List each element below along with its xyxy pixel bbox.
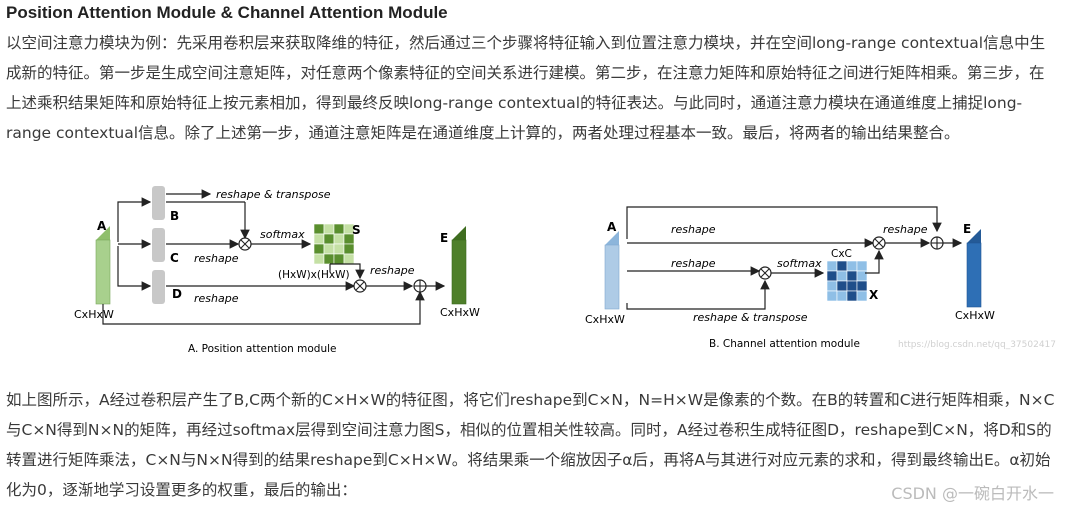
op-reshape-d: reshape xyxy=(194,292,239,305)
dim-out: CxHxW xyxy=(440,306,480,319)
intro-paragraph: 以空间注意力模块为例：先采用卷积层来获取降维的特征，然后通过三个步骤将特征输入到… xyxy=(6,34,1046,142)
label-c: C xyxy=(170,251,179,265)
matmul-operator-2 xyxy=(872,236,886,250)
feature-e-block xyxy=(451,226,467,305)
matrix-dim: CxC xyxy=(831,248,852,260)
label-d: D xyxy=(172,287,182,301)
label-a: A xyxy=(607,220,617,234)
op-reshape-mid: reshape xyxy=(671,257,716,270)
matrix-cell xyxy=(826,270,838,282)
caption-b: B. Channel attention module xyxy=(709,338,860,350)
feature-a-block xyxy=(604,231,620,310)
matrix-dim: (HxW)x(HxW) xyxy=(278,269,350,281)
blog-watermark: https://blog.csdn.net/qq_37502417 xyxy=(898,340,1057,350)
matrix-cell xyxy=(826,280,838,292)
section-title: Position Attention Module & Channel Atte… xyxy=(6,3,448,22)
feature-e-block xyxy=(966,229,982,308)
op-reshape-transpose: reshape & transpose xyxy=(216,188,331,201)
matrix-cell xyxy=(323,243,335,255)
label-a: A xyxy=(97,219,107,233)
op-reshape-transpose: reshape & transpose xyxy=(693,311,808,324)
position-attention-figure: A CxHxW B C D reshape & transpose reshap… xyxy=(74,186,480,355)
conv-block-d xyxy=(152,270,165,304)
matrix-cell xyxy=(333,233,345,245)
matrix-cell xyxy=(856,280,868,292)
dim-in: CxHxW xyxy=(585,313,625,326)
matrix-cell xyxy=(323,223,335,235)
op-reshape-out: reshape xyxy=(370,264,415,277)
label-e: E xyxy=(440,231,448,245)
dim-out: CxHxW xyxy=(955,309,995,322)
op-reshape-top: reshape xyxy=(671,223,716,236)
op-softmax: softmax xyxy=(260,228,305,241)
csdn-watermark: CSDN @一碗白开水一 xyxy=(891,480,1054,504)
matrix-cell xyxy=(836,280,848,292)
matrix-cell xyxy=(836,270,848,282)
label-x: X xyxy=(869,288,879,302)
matrix-cell xyxy=(846,260,858,272)
matrix-cell xyxy=(846,270,858,282)
matrix-cell xyxy=(846,280,858,292)
matrix-cell xyxy=(323,253,335,265)
matrix-cell xyxy=(343,243,355,255)
conv-block-b xyxy=(152,186,165,220)
feature-a-block xyxy=(95,226,111,305)
matrix-cell xyxy=(836,260,848,272)
matrix-cell xyxy=(333,253,345,265)
matmul-operator-1 xyxy=(238,237,252,251)
add-operator xyxy=(930,236,944,250)
label-b: B xyxy=(170,209,179,223)
matrix-cell xyxy=(333,223,345,235)
op-reshape-out: reshape xyxy=(883,223,928,236)
matrix-cell xyxy=(343,253,355,265)
matrix-cell xyxy=(836,290,848,302)
matrix-cell xyxy=(846,290,858,302)
add-operator xyxy=(413,279,427,293)
matmul-operator-2 xyxy=(353,279,367,293)
matrix-cell xyxy=(826,290,838,302)
matrix-cell xyxy=(313,233,325,245)
matrix-cell xyxy=(323,233,335,245)
caption-a: A. Position attention module xyxy=(188,343,336,355)
attention-matrix-s xyxy=(313,223,355,265)
matrix-cell xyxy=(826,260,838,272)
dim-in: CxHxW xyxy=(74,308,114,321)
attention-matrix-x xyxy=(826,260,868,302)
matrix-cell xyxy=(313,243,325,255)
label-e: E xyxy=(963,222,971,236)
label-s: S xyxy=(352,223,361,237)
matmul-operator-1 xyxy=(758,266,772,280)
channel-attention-figure: A CxHxW reshape reshape reshape & transp… xyxy=(585,206,995,350)
explanation-paragraph: 如上图所示，A经过卷积层产生了B,C两个新的C×H×W的特征图，将它们resha… xyxy=(6,391,1055,499)
matrix-cell xyxy=(856,260,868,272)
matrix-cell xyxy=(313,223,325,235)
op-reshape-c: reshape xyxy=(194,252,239,265)
matrix-cell xyxy=(333,243,345,255)
op-softmax: softmax xyxy=(777,257,822,270)
matrix-cell xyxy=(856,290,868,302)
matrix-cell xyxy=(313,253,325,265)
conv-block-c xyxy=(152,228,165,262)
